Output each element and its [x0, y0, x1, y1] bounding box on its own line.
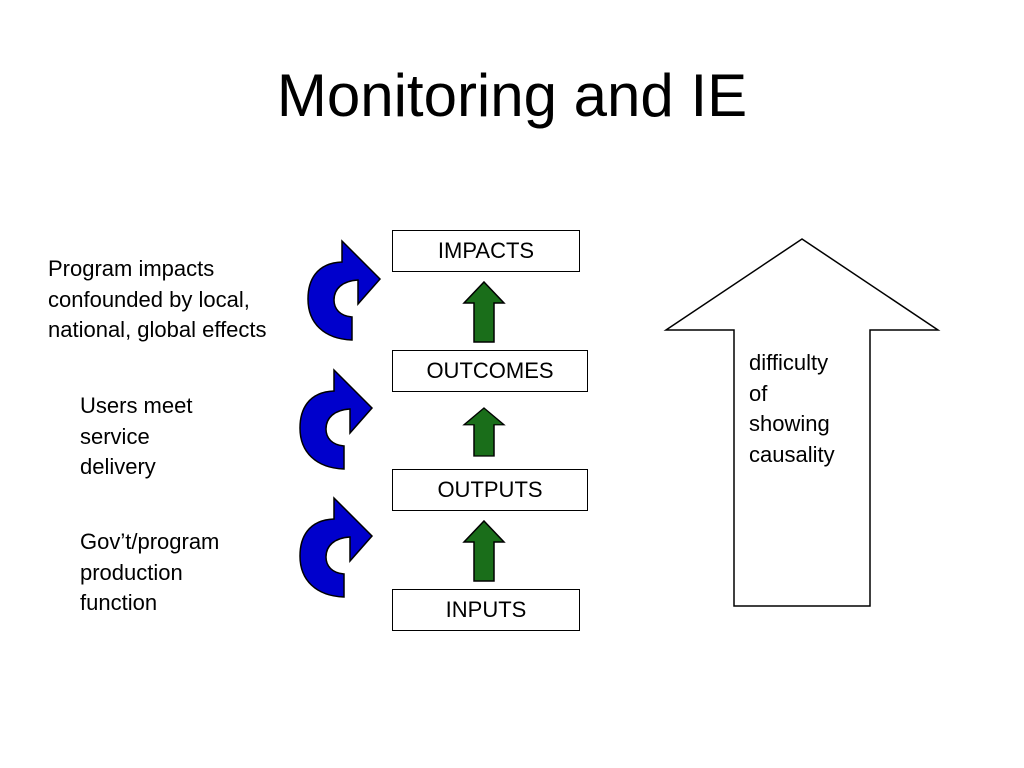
green-up-arrow-icon	[463, 407, 505, 457]
outputs-side-label: Gov’t/program production function	[80, 529, 220, 615]
stage-box-outputs: OUTPUTS	[392, 469, 588, 511]
causality-arrow-label: difficulty of showing causality	[749, 350, 835, 467]
stage-box-impacts: IMPACTS	[392, 230, 580, 272]
large-hollow-up-arrow	[663, 238, 941, 607]
blue-curved-arrow-icon	[299, 369, 373, 470]
blue-curved-arrow-icon	[299, 497, 373, 598]
stage-box-inputs: INPUTS	[392, 589, 580, 631]
impacts-side-label: Program impacts confounded by local, nat…	[48, 256, 267, 342]
slide-title: Monitoring and IE	[276, 62, 748, 129]
outcomes-side-label: Users meet service delivery	[80, 393, 193, 479]
blue-curved-arrow-icon	[307, 240, 381, 341]
stage-box-outcomes: OUTCOMES	[392, 350, 588, 392]
green-up-arrow-icon	[463, 520, 505, 582]
green-up-arrow-icon	[463, 281, 505, 343]
